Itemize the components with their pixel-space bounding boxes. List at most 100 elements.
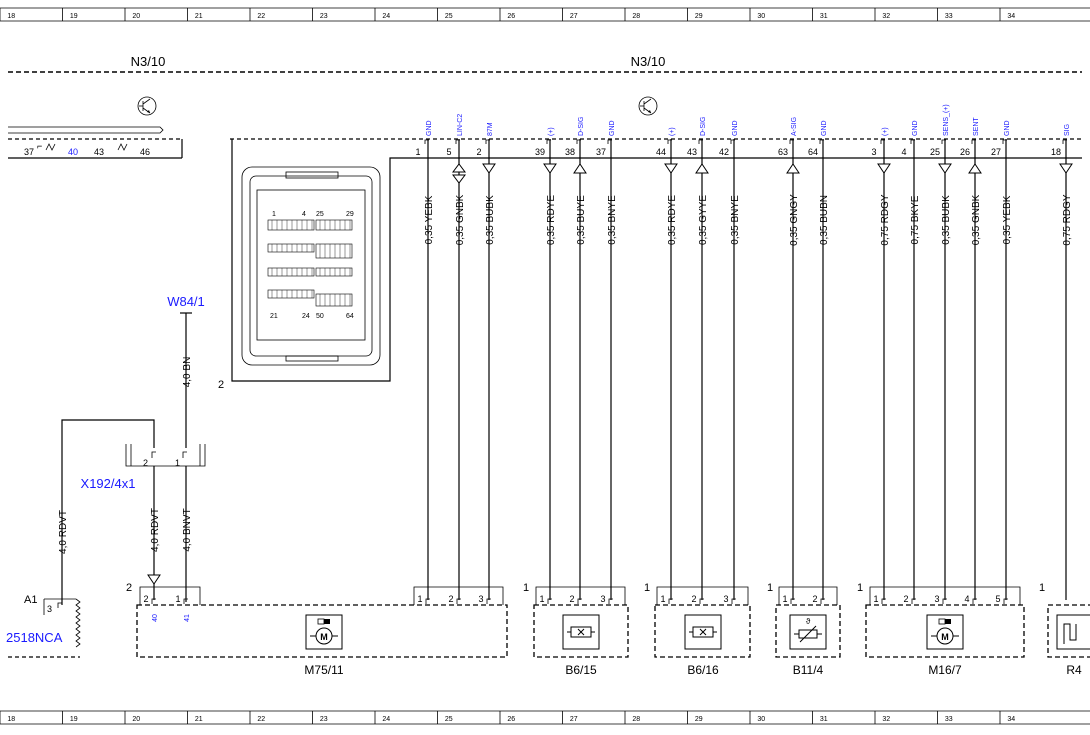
power-wiring: W84/1 4,0 BN 2 1 X192/4x1 4,0 RDVT 4,0 R…	[58, 294, 206, 605]
a1-component: A1 3 2518NCA	[6, 594, 81, 658]
hall-sensor-icon	[684, 614, 722, 650]
transistor-icon	[137, 96, 157, 116]
ecu-left-pin: 43	[94, 147, 104, 157]
pin-signal-label: GND	[1004, 120, 1011, 136]
component-name: B11/4	[793, 663, 824, 677]
pin-number: 42	[719, 147, 729, 157]
pin-number: 3	[871, 147, 876, 157]
wire-label: 0,35 GNBK	[455, 194, 466, 245]
grid-column-label: 29	[695, 13, 703, 20]
pin-signal-label: 87M	[487, 122, 494, 136]
grid-column-label: 28	[632, 716, 640, 723]
component-pin: 4	[964, 594, 969, 604]
connector-pin-label: 50	[316, 313, 324, 320]
wire-label: 0,35 YEBK	[424, 195, 435, 244]
grid-column-label: 25	[445, 13, 453, 20]
connector-pin-label: 64	[346, 313, 354, 320]
pin-signal-label: D-SIG	[700, 117, 707, 136]
grid-column-label: 30	[757, 13, 765, 20]
pin-ref: 41	[184, 614, 191, 622]
grid-column-label: 19	[70, 13, 78, 20]
pin-signal-label: A-SIG	[791, 117, 798, 136]
pin-number: 38	[565, 147, 575, 157]
pin-number: 27	[991, 147, 1001, 157]
ecu-pin-39: (+)390,35 RDYE	[535, 127, 557, 600]
grid-column-label: 18	[7, 716, 15, 723]
grid-column-label: 32	[882, 716, 890, 723]
grid-column-label: 34	[1007, 13, 1015, 20]
wire-label: 0,35 GYYE	[698, 195, 709, 245]
connector-pin-label: 29	[346, 211, 354, 218]
grid-column-label: 23	[320, 716, 328, 723]
wire-label: 0,35 RDYE	[667, 195, 678, 245]
component-name: B6/16	[687, 663, 719, 677]
wire-label: 0,35 BUBK	[941, 195, 952, 245]
wire-label: 0,35 YEBK	[1002, 195, 1013, 244]
connector-pin-label: 1	[272, 211, 276, 218]
ecu-left-pin: 46	[140, 147, 150, 157]
connector-pin-label: 24	[302, 313, 310, 320]
grid-column-label: 20	[132, 716, 140, 723]
pin-signal-label: (+)	[669, 127, 676, 136]
wire-label-right: 4,0 BNVT	[182, 508, 193, 551]
connector-pin-label: 4	[302, 211, 306, 218]
pin-number: 44	[656, 147, 666, 157]
grid-column-label: 26	[507, 716, 515, 723]
grid-column-label: 20	[132, 13, 140, 20]
grid-column-label: 34	[1007, 716, 1015, 723]
ecu-pin-27: GND 27 0,35 YEBK	[991, 120, 1013, 600]
connector-pin-label: 21	[270, 313, 278, 320]
pin-signal-label: GND	[732, 120, 739, 136]
component-name: R4	[1066, 663, 1082, 677]
ecu-name-right: N3/10	[631, 54, 666, 69]
component-pin: 2	[812, 594, 817, 604]
pin-number: 63	[778, 147, 788, 157]
pin-number: 2	[476, 147, 481, 157]
pin-number: 26	[960, 147, 970, 157]
grid-column-label: 22	[257, 716, 265, 723]
wire-label-top: 4,0 BN	[182, 357, 193, 388]
component-pin: 5	[995, 594, 1000, 604]
pin-number: 18	[1051, 147, 1061, 157]
component-pin: 2	[448, 594, 453, 604]
component-pin: 1	[417, 594, 422, 604]
pin-number: 43	[687, 147, 697, 157]
component-name: B6/15	[565, 663, 597, 677]
grid-column-label: 19	[70, 716, 78, 723]
pin-signal-label: (+)	[882, 127, 889, 136]
component-pin: 2	[143, 594, 148, 604]
wire-label: 0,35 GNGY	[789, 194, 800, 246]
pin-number: 64	[808, 147, 818, 157]
x192-pin: 2	[143, 458, 148, 468]
pin-signal-label: GND	[912, 120, 919, 136]
component-name: M75/11	[304, 663, 343, 677]
grid-column-label: 23	[320, 13, 328, 20]
grid-column-label: 33	[945, 13, 953, 20]
svg-text:M: M	[320, 632, 328, 642]
grid-column-label: 31	[820, 716, 828, 723]
component-r4: 1R4	[1039, 582, 1090, 677]
motor-icon: M	[305, 614, 343, 650]
ecu-left-connector: 37 ⌐ 40 43 46	[8, 126, 183, 159]
pin-signal-label: SIG	[1064, 124, 1071, 136]
ecu-pin-44: (+) 44 0,35 RDYE	[656, 127, 678, 600]
a1-label: A1	[24, 594, 37, 606]
wire-label: 0,75 RDGY	[880, 194, 891, 245]
wire-label: 0,35 BUBN	[819, 195, 830, 245]
wire-label: 0,75 BKYE	[910, 195, 921, 244]
grid-column-label: 24	[382, 716, 390, 723]
component-pin: 1	[539, 594, 544, 604]
pin-number: 4	[901, 147, 906, 157]
grid-column-label: 18	[7, 13, 15, 20]
svg-text:⌐: ⌐	[37, 141, 42, 151]
svg-text:M: M	[941, 632, 949, 642]
grid-column-label: 30	[757, 716, 765, 723]
pin-signal-label: SENT	[973, 117, 980, 136]
a1-part: 2518NCA	[6, 630, 63, 645]
pin-number: 25	[930, 147, 940, 157]
wire-label: 0,35 RDYE	[546, 195, 557, 245]
